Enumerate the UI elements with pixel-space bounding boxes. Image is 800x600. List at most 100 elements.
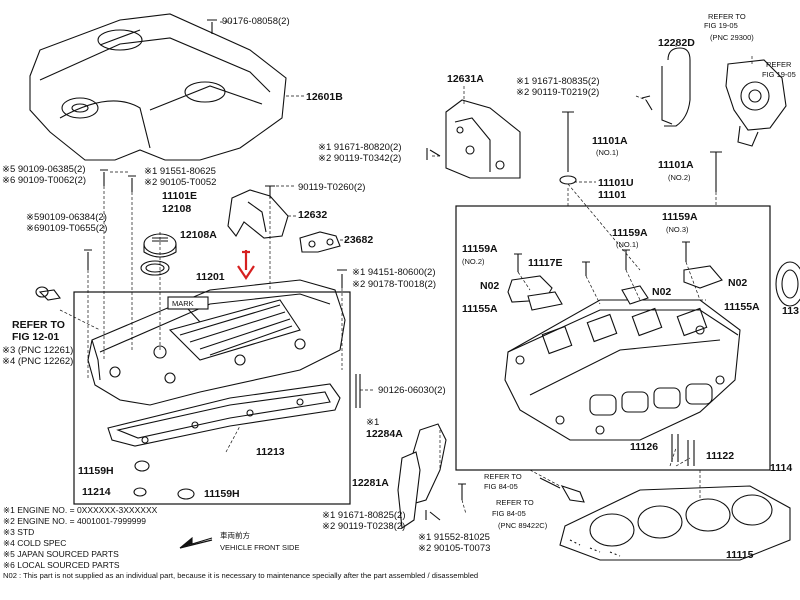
- brackets-cylinder-head[interactable]: [507, 265, 723, 311]
- label-90178-T0018: ※2 90178-T0018(2): [352, 279, 437, 290]
- label-11201: 11201: [196, 271, 225, 283]
- label-11159a-no1: 11159A: [612, 227, 648, 239]
- label-90119-T0238: ※2 90119-T0238(2): [322, 521, 406, 532]
- label-90176: 90176-08058(2): [222, 16, 290, 27]
- footnote-1: ※1 ENGINE NO. = 0XXXXXX-3XXXXXX: [3, 505, 158, 515]
- label-91671-80835: ※1 91671-80835(2): [516, 76, 600, 87]
- label-12281a: 12281A: [352, 477, 389, 489]
- label-11101a-no2-sub: (NO.2): [668, 173, 691, 182]
- refer-right-line1: REFER: [766, 60, 792, 69]
- label-n02-left: N02: [480, 280, 500, 292]
- label-11159a-no3-sub: (NO.3): [666, 225, 689, 234]
- refer-fig-84-05-b-line2: FIG 84-05: [492, 509, 526, 518]
- footnote-n02: N02 : This part is not supplied as an in…: [3, 571, 479, 580]
- vacuum-pump[interactable]: [725, 59, 787, 147]
- label-12282d: 12282D: [658, 37, 695, 49]
- label-11101u: 11101U: [598, 177, 634, 189]
- label-90119-T0219: ※2 90119-T0219(2): [516, 87, 600, 98]
- oil-seal-right[interactable]: [775, 261, 800, 307]
- engine-cover-12601b[interactable]: [29, 13, 287, 161]
- label-pnc-12261: ※3 (PNC 12261): [2, 345, 74, 356]
- label-11159h-upper: 11159H: [78, 465, 114, 477]
- label-91671-80820: ※1 91671-80820(2): [318, 142, 402, 153]
- label-11126: 11126: [630, 441, 659, 453]
- label-12284a-note: ※1: [366, 417, 380, 428]
- label-91552-81025: ※1 91552-81025: [418, 532, 490, 543]
- refer-fig-84-05-b-pnc: (PNC 89422C): [498, 521, 548, 530]
- label-11159a-no2-sub: (NO.2): [462, 257, 485, 266]
- label-11101a-no1: 11101A: [592, 135, 628, 147]
- label-11213: 11213: [256, 446, 285, 458]
- label-12632: 12632: [298, 209, 328, 221]
- label-11101: 11101: [598, 189, 627, 201]
- footnote-4: ※4 COLD SPEC: [3, 538, 67, 548]
- label-90105-T0073: ※2 90105-T0073: [418, 543, 491, 554]
- sensor-89422c[interactable]: [539, 477, 585, 503]
- front-direction-arrow: [179, 536, 213, 549]
- chain-guide-12284a[interactable]: [397, 423, 447, 529]
- cylinder-head-11101[interactable]: [504, 299, 741, 441]
- label-front-jp: 車両前方: [220, 531, 250, 540]
- bracket-12632[interactable]: [227, 189, 289, 239]
- label-11101e: 11101E: [162, 190, 198, 202]
- refer-fig-12-01-line1: REFER TO: [12, 319, 65, 331]
- refer-fig-84-05-a-line1: REFER TO: [484, 472, 522, 481]
- label-90119-T0342: ※2 90119-T0342(2): [318, 153, 402, 164]
- label-90109-06385: ※5 90109-06385(2): [2, 164, 86, 175]
- refer-fig-19-05-line1: REFER TO: [708, 12, 746, 21]
- label-n02-mid: N02: [652, 286, 672, 298]
- highlight-arrow: [237, 250, 255, 280]
- label-90126-06030: 90126-06030(2): [378, 385, 446, 396]
- label-11101a-no2: 11101A: [658, 159, 694, 171]
- cylinder-head-group-frame: [455, 205, 771, 471]
- refer-fig-12-01-line2: FIG 12-01: [12, 331, 60, 343]
- label-11159a-no3: 11159A: [662, 211, 698, 223]
- label-690109-T0655: ※690109-T0655(2): [26, 223, 108, 234]
- label-1114-partial: 1114: [770, 462, 793, 474]
- label-90119-T0260: 90119-T0260(2): [298, 182, 366, 193]
- label-11115: 11115: [726, 549, 754, 561]
- label-11117e: 11117E: [528, 257, 563, 269]
- label-23682: 23682: [344, 234, 374, 246]
- refer-right-line2: FIG 19-05: [762, 70, 796, 79]
- label-pnc-12262: ※4 (PNC 12262): [2, 356, 74, 367]
- refer-fig-84-05-b-line1: REFER TO: [496, 498, 534, 507]
- head-cover-gasket-11213[interactable]: [107, 383, 341, 447]
- label-11101a-no1-sub: (NO.1): [596, 148, 619, 157]
- label-590109-06384: ※590109-06384(2): [26, 212, 107, 223]
- label-91671-80825: ※1 91671-80825(2): [322, 510, 406, 521]
- label-90109-T0062: ※6 90109-T0062(2): [2, 175, 87, 186]
- label-12108: 12108: [162, 203, 192, 215]
- leader-lines: [59, 21, 753, 515]
- label-11122: 11122: [706, 450, 735, 462]
- label-113-partial: 113: [782, 305, 799, 317]
- refer-fig-19-05-pnc: (PNC 29300): [710, 33, 754, 42]
- refer-fig-19-05-line2: FIG 19-05: [704, 21, 738, 30]
- head-cover-11201[interactable]: [87, 279, 346, 406]
- oil-filler-cap-12108a[interactable]: [140, 233, 177, 276]
- bracket-12631a[interactable]: [445, 99, 521, 179]
- label-11155a-right: 11155A: [724, 301, 760, 313]
- hose-12282d[interactable]: [661, 47, 691, 127]
- footnote-2: ※2 ENGINE NO. = 4001001-7999999: [3, 516, 146, 526]
- label-11214: 11214: [82, 486, 111, 498]
- footnote-5: ※5 JAPAN SOURCED PARTS: [3, 549, 119, 559]
- label-11155a-left: 11155A: [462, 303, 498, 315]
- footnote-3: ※3 STD: [3, 527, 35, 537]
- label-11159h-lower: 11159H: [204, 488, 240, 500]
- label-11159a-no2: 11159A: [462, 243, 498, 255]
- label-90105-T0052: ※2 90105-T0052: [144, 177, 217, 188]
- label-11159a-no1-sub: (NO.1): [616, 240, 639, 249]
- refer-fig-84-05-a-line2: FIG 84-05: [484, 482, 518, 491]
- head-gasket-11115[interactable]: [559, 485, 791, 561]
- label-94151-80600: ※1 94151-80600(2): [352, 267, 436, 278]
- label-front-en: VEHICLE FRONT SIDE: [220, 543, 300, 552]
- label-91551-80625: ※1 91551-80625: [144, 166, 216, 177]
- label-12284a: 12284A: [366, 428, 403, 440]
- label-12108a: 12108A: [180, 229, 217, 241]
- bracket-23682[interactable]: [299, 231, 341, 253]
- footnote-6: ※6 LOCAL SOURCED PARTS: [3, 560, 120, 570]
- label-12631a: 12631A: [447, 73, 484, 85]
